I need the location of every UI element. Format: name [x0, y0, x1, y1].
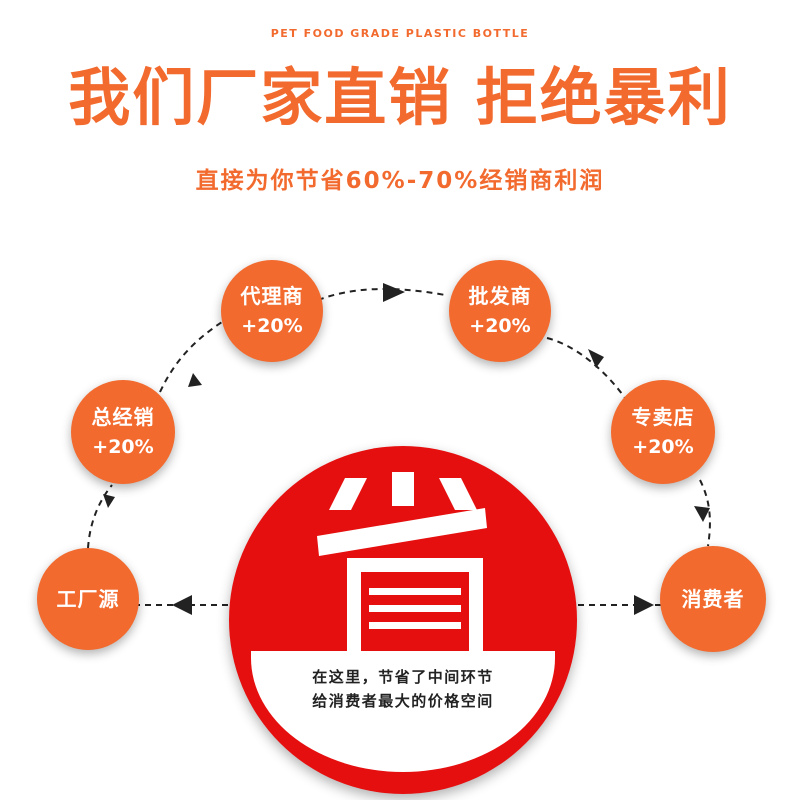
node-consumer-label: 消费者 [681, 587, 745, 611]
node-agent-markup: +20% [241, 315, 303, 337]
node-store: 专卖店 +20% [611, 380, 715, 484]
node-store-label: 专卖店 [631, 405, 695, 429]
arrow-head-to-factory [172, 595, 192, 615]
node-distributor-label: 总经销 [91, 405, 155, 429]
arrow-head-to-consumer [694, 506, 710, 522]
arrow-head-to-agent [188, 373, 202, 387]
headline: 我们厂家直销 拒绝暴利 [68, 61, 732, 134]
arrow-head-to-store [588, 349, 604, 368]
node-factory-label: 工厂源 [56, 587, 120, 611]
connector-store-to-consumer [699, 479, 711, 547]
node-distributor: 总经销 +20% [71, 380, 175, 484]
node-distributor-markup: +20% [92, 436, 154, 458]
savings-circle: 在这里，节省了中间环节 给消费者最大的价格空间 [229, 446, 577, 794]
node-agent: 代理商 +20% [221, 260, 323, 362]
node-factory: 工厂源 [37, 548, 139, 650]
kicker-text: PET FOOD GRADE PLASTIC BOTTLE [270, 27, 530, 40]
savings-note-line2: 给消费者最大的价格空间 [312, 692, 494, 710]
arrow-head-right [634, 595, 654, 615]
arrow-head-to-wholesaler [383, 283, 405, 302]
savings-note: 在这里，节省了中间环节 给消费者最大的价格空间 [251, 651, 555, 772]
connector-factory-to-distributor [87, 484, 113, 549]
node-wholesaler-markup: +20% [469, 315, 531, 337]
arrow-head-to-distributor [103, 494, 115, 508]
connector-distributor-to-agent [159, 321, 223, 393]
connector-wholesaler-to-store [546, 337, 626, 399]
node-agent-label: 代理商 [240, 284, 304, 308]
node-store-markup: +20% [632, 436, 694, 458]
subheadline: 直接为你节省60%-70%经销商利润 [195, 168, 605, 194]
node-wholesaler-label: 批发商 [468, 284, 532, 308]
node-consumer: 消费者 [660, 546, 766, 652]
savings-note-line1: 在这里，节省了中间环节 [312, 668, 494, 686]
connector-agent-to-wholesaler [317, 287, 446, 301]
node-wholesaler: 批发商 +20% [449, 260, 551, 362]
save-character-graphic [317, 472, 487, 668]
